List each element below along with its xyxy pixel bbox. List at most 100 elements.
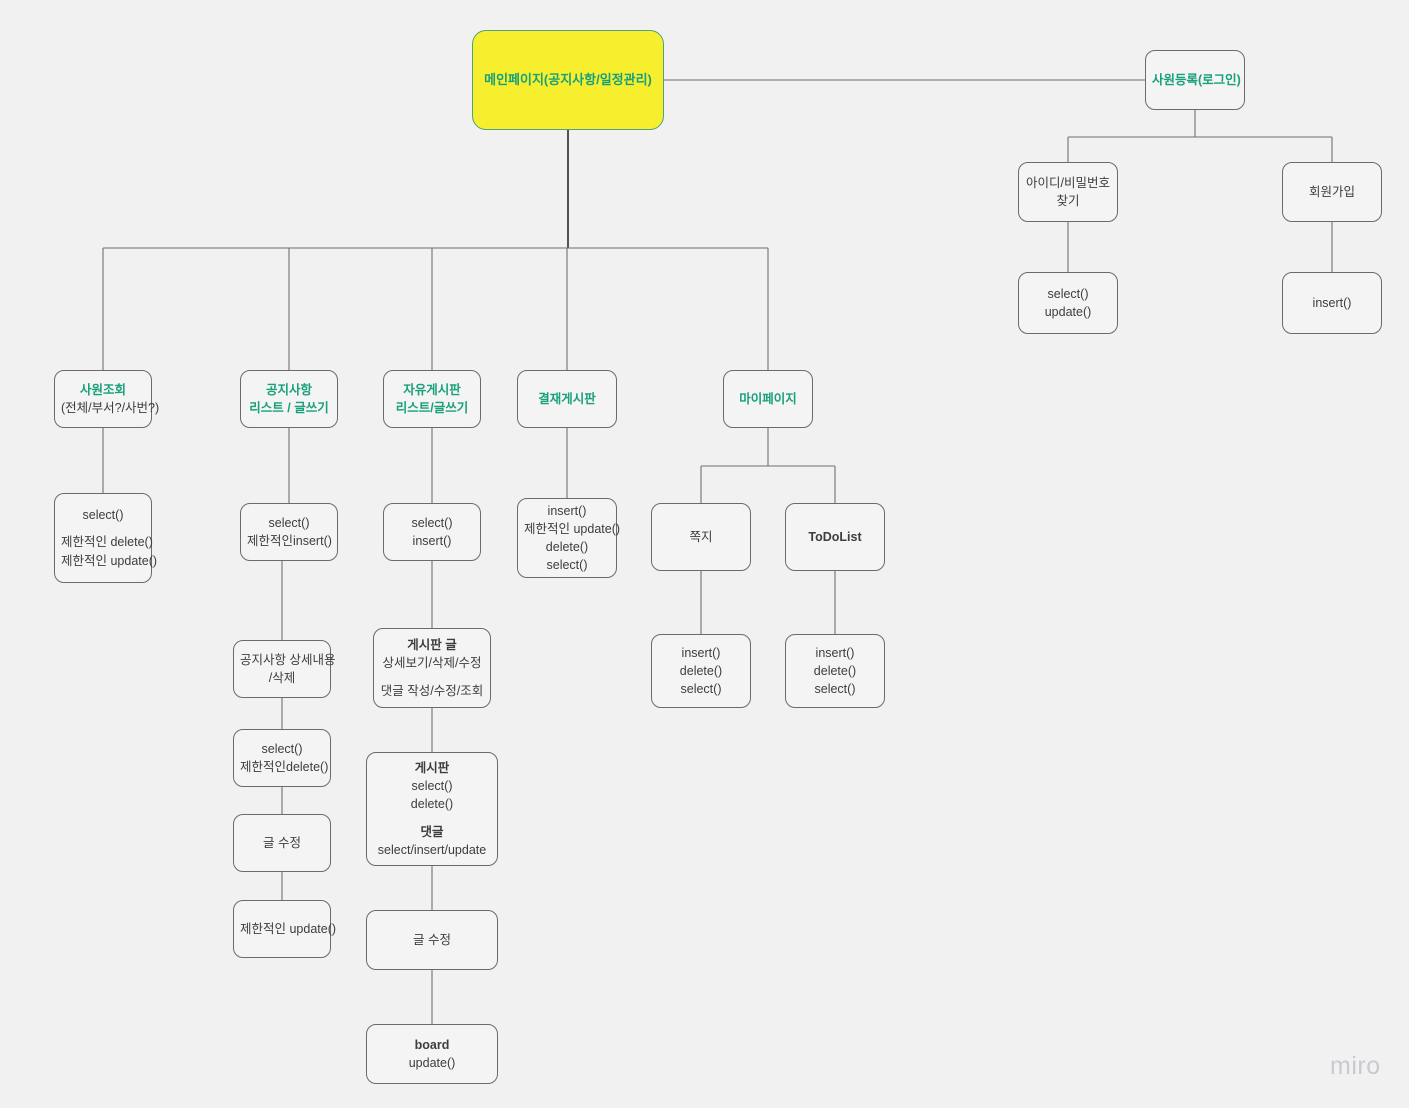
node-line: insert() — [681, 645, 721, 660]
node-line: select() — [411, 779, 453, 794]
node-line: 마이페이지 — [739, 391, 797, 406]
node-board-edit[interactable]: 글 수정 — [366, 910, 498, 970]
node-label-main-page: 메인페이지(공지사항/일정관리) — [479, 71, 657, 90]
node-find-id-password-ops[interactable]: select() update() — [1018, 272, 1118, 334]
node-line: 게시판 글 — [407, 638, 457, 653]
node-line: insert() — [1312, 295, 1352, 310]
node-line: 제한적인delete() — [240, 760, 329, 774]
node-main-page[interactable]: 메인페이지(공지사항/일정관리) — [472, 30, 664, 130]
node-line: /삭제 — [268, 671, 296, 685]
node-label-notice-edit: 글 수정 — [240, 834, 324, 852]
node-line: 회원가입 — [1308, 184, 1355, 199]
node-line: (전체/부서?/사번?) — [61, 401, 160, 415]
node-line: 제한적인 update() — [240, 921, 337, 936]
node-line: update() — [408, 1056, 456, 1070]
node-label-notice-detail-delete: 공지사항 상세내용/삭제 — [240, 651, 336, 687]
node-label-approval-board: 결재게시판 — [524, 390, 610, 408]
node-line — [61, 524, 145, 533]
node-notice-detail-delete[interactable]: 공지사항 상세내용/삭제 — [233, 640, 336, 698]
node-line: select() — [814, 682, 856, 697]
node-line: 찾기 — [1056, 194, 1080, 208]
node-label-employee-search: 사원조회 (전체/부서?/사번?) — [61, 381, 160, 417]
node-board-update-ops[interactable]: board update() — [366, 1024, 498, 1084]
node-label-employee-search-ops: select() 제한적인 delete() 제한적인 update() — [61, 506, 158, 569]
node-line: 댓글 — [420, 824, 444, 839]
node-line: 사원조회 — [79, 382, 126, 397]
node-line: 쪽지 — [689, 529, 713, 544]
node-label-notice-ops: select()제한적인insert() — [247, 514, 332, 550]
node-line: select() — [268, 515, 310, 530]
node-signup[interactable]: 회원가입 — [1282, 162, 1382, 222]
miro-watermark: miro — [1330, 1052, 1381, 1080]
node-line: 메인페이지(공지사항/일정관리) — [484, 71, 652, 87]
node-line: 상세보기/삭제/수정 — [382, 656, 482, 671]
node-label-message: 쪽지 — [658, 528, 744, 546]
node-line: select() — [680, 682, 722, 697]
node-label-board-update-ops: board update() — [373, 1036, 491, 1072]
node-line: 댓글 작성/수정/조회 — [380, 683, 484, 698]
node-line: 리스트/글쓰기 — [395, 401, 469, 415]
node-label-message-ops: insert() delete() select() — [658, 644, 744, 698]
node-label-approval-board-ops: insert()제한적인 update()delete()select() — [524, 502, 620, 575]
node-free-board-ops[interactable]: select()insert() — [383, 503, 481, 561]
node-notice-edit[interactable]: 글 수정 — [233, 814, 331, 872]
node-label-signup-ops: insert() — [1289, 294, 1375, 312]
node-my-page[interactable]: 마이페이지 — [723, 370, 813, 428]
node-approval-board[interactable]: 결재게시판 — [517, 370, 617, 428]
node-employee-search[interactable]: 사원조회 (전체/부서?/사번?) — [54, 370, 160, 428]
node-line: board — [414, 1037, 450, 1052]
node-employee-register-login[interactable]: 사원등록(로그인) — [1145, 50, 1245, 110]
node-line: 공지사항 상세내용 — [240, 652, 336, 667]
node-todolist-ops[interactable]: insert()delete()select() — [785, 634, 885, 708]
node-line: select/insert/update — [377, 842, 487, 857]
node-label-find-id-password-ops: select() update() — [1025, 285, 1111, 321]
node-line: 사원등록(로그인) — [1152, 72, 1241, 87]
node-line: 아이디/비밀번호 — [1026, 175, 1110, 190]
node-line: 리스트 / 글쓰기 — [249, 401, 329, 415]
node-line — [380, 673, 484, 682]
node-line: 제한적인 update() — [61, 553, 158, 568]
node-line: update() — [1044, 305, 1092, 319]
node-line: 글 수정 — [263, 835, 301, 850]
node-line — [373, 814, 491, 823]
node-notice-ops[interactable]: select()제한적인insert() — [240, 503, 338, 561]
node-line: select() — [1047, 286, 1089, 301]
node-line: delete() — [410, 797, 454, 812]
node-message[interactable]: 쪽지 — [651, 503, 751, 571]
node-line: 제한적인 delete() — [61, 535, 153, 550]
node-line: delete() — [679, 663, 723, 678]
node-label-board-edit: 글 수정 — [373, 931, 491, 949]
node-label-employee-register-login: 사원등록(로그인) — [1152, 71, 1241, 89]
node-line: 글 수정 — [413, 932, 451, 947]
node-line: insert() — [412, 534, 452, 548]
node-label-signup: 회원가입 — [1289, 183, 1375, 201]
node-employee-search-ops[interactable]: select() 제한적인 delete() 제한적인 update() — [54, 493, 158, 583]
node-line: delete() — [545, 540, 589, 554]
node-notice-edit-ops[interactable]: 제한적인 update() — [233, 900, 337, 958]
node-line: select() — [82, 508, 124, 523]
node-line: select() — [261, 741, 303, 756]
node-line: 공지사항 — [265, 382, 312, 397]
node-label-free-board-ops: select()insert() — [390, 514, 474, 550]
node-signup-ops[interactable]: insert() — [1282, 272, 1382, 334]
node-line: select() — [546, 558, 588, 573]
node-line: insert() — [815, 645, 855, 660]
node-line: 결재게시판 — [538, 391, 596, 406]
node-approval-board-ops[interactable]: insert()제한적인 update()delete()select() — [517, 498, 620, 578]
node-notice-detail-ops[interactable]: select() 제한적인delete() — [233, 729, 331, 787]
node-label-notice-edit-ops: 제한적인 update() — [240, 920, 337, 938]
node-message-ops[interactable]: insert() delete() select() — [651, 634, 751, 708]
node-todolist[interactable]: ToDoList — [785, 503, 885, 571]
node-line: 자유게시판 — [403, 382, 461, 397]
